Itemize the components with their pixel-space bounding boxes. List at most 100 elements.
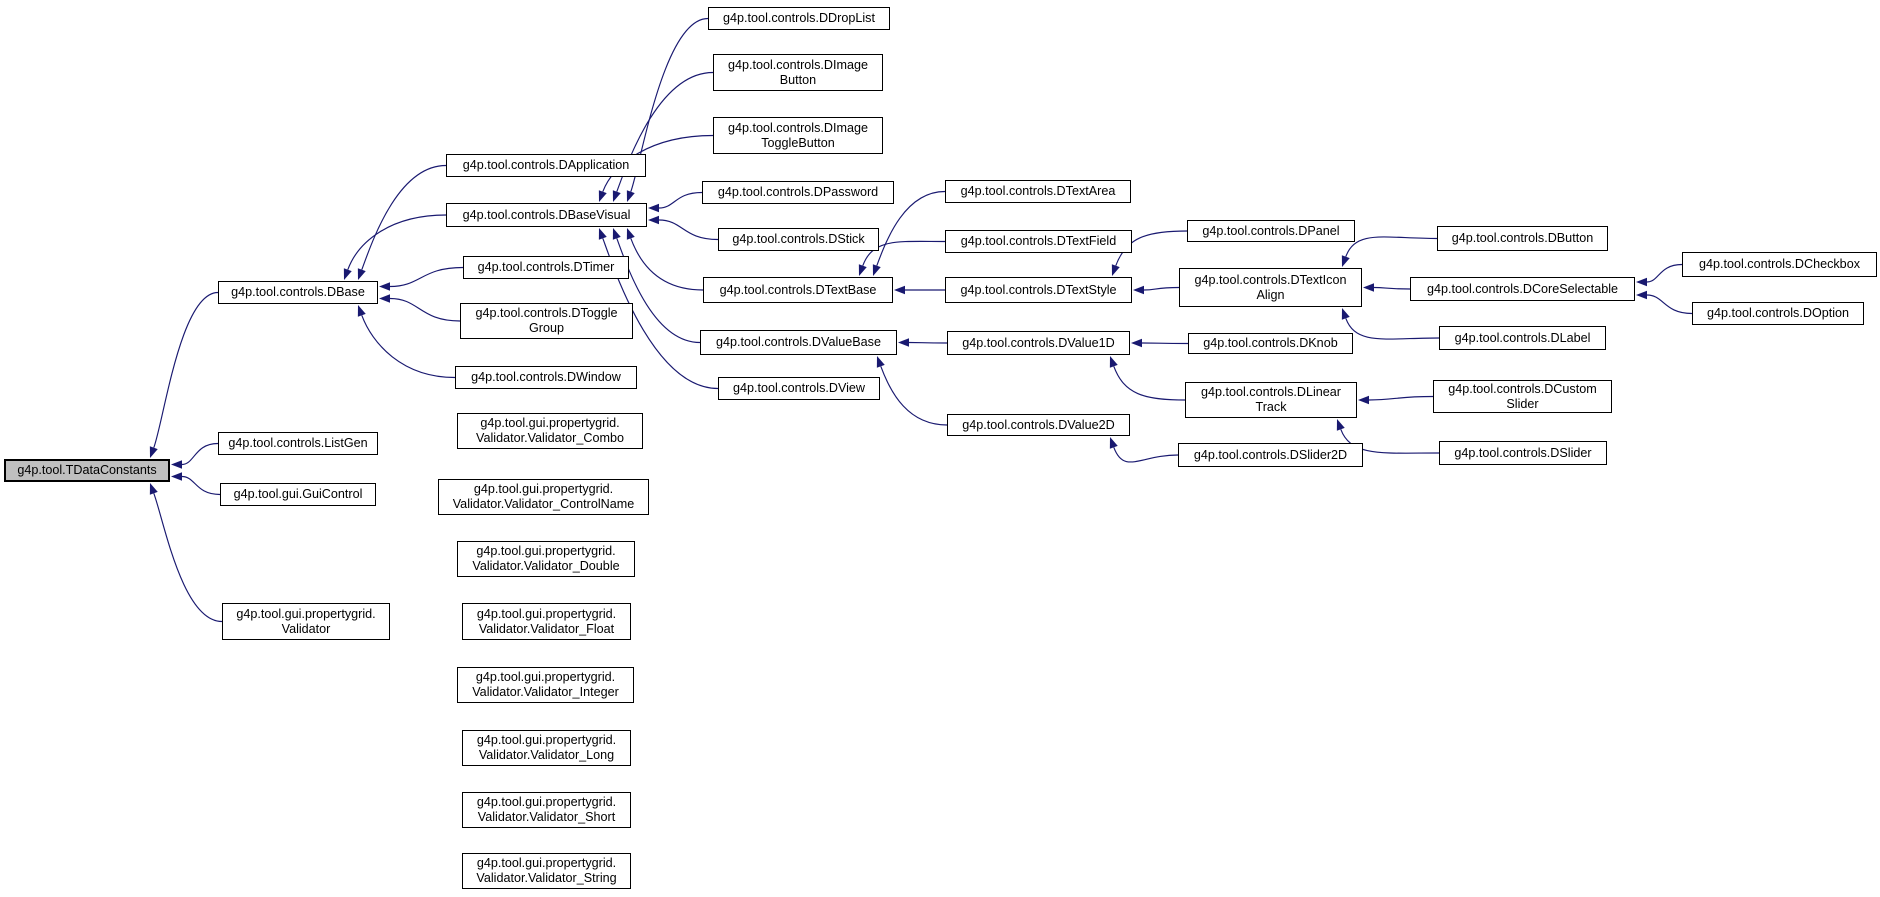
edge-dslider2d-to-dvalue2d	[1109, 437, 1179, 463]
class-node-label: g4p.tool.gui.propertygrid.	[476, 544, 616, 558]
class-node-label: Button	[779, 72, 817, 87]
class-node-label: Validator.Validator_Integer	[472, 685, 619, 699]
class-node-label: g4p.tool.controls.DTextField	[960, 234, 1117, 248]
class-node-label: Align	[1256, 287, 1285, 302]
edge-dtogglegroup-to-dbase	[379, 294, 461, 322]
edge-dcoreselectable-to-dtexticonalign	[1363, 283, 1411, 292]
edge-dbase-to-tdataconstants	[149, 291, 219, 458]
class-node-label: Validator.Validator_Combo	[476, 431, 624, 445]
class-node-ddroplist[interactable]: g4p.tool.controls.DDropList	[708, 7, 890, 30]
class-node-label: Validator	[281, 621, 331, 636]
class-node-label: g4p.tool.controls.DImage	[727, 120, 868, 135]
class-node-dcoreselectable[interactable]: g4p.tool.controls.DCoreSelectable	[1410, 277, 1635, 301]
class-node-dtextarea[interactable]: g4p.tool.controls.DTextArea	[945, 180, 1131, 203]
class-node-label: g4p.tool.controls.DTextBase	[719, 282, 877, 297]
edge-dcustomslider-to-dlineartrack	[1358, 395, 1434, 405]
class-node-dbase[interactable]: g4p.tool.controls.DBase	[218, 281, 378, 304]
class-node-dknob[interactable]: g4p.tool.controls.DKnob	[1188, 333, 1353, 354]
class-node-label: g4p.tool.controls.DKnob	[1203, 336, 1338, 350]
class-node-dtextstyle[interactable]: g4p.tool.controls.DTextStyle	[945, 277, 1132, 303]
class-node-label: g4p.tool.controls.DWindow	[471, 370, 621, 384]
class-node-dcheckbox[interactable]: g4p.tool.controls.DCheckbox	[1682, 252, 1877, 277]
edge-dcheckbox-to-dcoreselectable	[1636, 263, 1683, 287]
class-node-label: g4p.tool.controls.DPassword	[717, 185, 879, 199]
class-node-listgen[interactable]: g4p.tool.controls.ListGen	[218, 432, 378, 455]
class-node-dtextbase[interactable]: g4p.tool.controls.DTextBase	[703, 277, 893, 303]
edge-dpanel-to-dtextstyle	[1111, 230, 1188, 276]
class-node-label: g4p.tool.controls.DBaseVisual	[462, 207, 631, 222]
class-node-label: g4p.tool.gui.propertygrid.	[473, 482, 614, 496]
class-node-label: g4p.tool.controls.DValueBase	[716, 335, 881, 349]
class-node-label: g4p.tool.controls.DValue2D	[962, 417, 1115, 432]
edge-dvalue2d-to-dvaluebase	[876, 356, 948, 426]
class-node-vcontrolname[interactable]: g4p.tool.gui.propertygrid.Validator.Vali…	[438, 479, 649, 515]
class-node-dview[interactable]: g4p.tool.controls.DView	[718, 377, 880, 400]
class-node-dbasevisual[interactable]: g4p.tool.controls.DBaseVisual	[446, 203, 647, 227]
class-node-vlong[interactable]: g4p.tool.gui.propertygrid.Validator.Vali…	[462, 730, 631, 766]
class-node-label: g4p.tool.controls.DCheckbox	[1698, 257, 1860, 271]
edge-dslider-to-dlineartrack	[1336, 419, 1440, 454]
class-node-vdouble[interactable]: g4p.tool.gui.propertygrid.Validator.Vali…	[457, 541, 635, 577]
class-node-dwindow[interactable]: g4p.tool.controls.DWindow	[455, 366, 637, 389]
class-node-vcombo[interactable]: g4p.tool.gui.propertygrid.Validator.Vali…	[457, 413, 643, 449]
class-node-label: g4p.tool.controls.DApplication	[462, 158, 630, 172]
class-node-dlabel[interactable]: g4p.tool.controls.DLabel	[1439, 326, 1606, 350]
class-node-label: Track	[1255, 400, 1287, 414]
class-node-label: g4p.tool.controls.DCoreSelectable	[1426, 281, 1619, 296]
edge-dimagetogglebutton-to-dbasevisual	[598, 134, 714, 202]
class-node-label: Validator.Validator_Short	[477, 810, 616, 824]
edge-listgen-to-tdataconstants	[171, 442, 219, 469]
class-node-vshort[interactable]: g4p.tool.gui.propertygrid.Validator.Vali…	[462, 792, 631, 828]
class-node-doption[interactable]: g4p.tool.controls.DOption	[1692, 302, 1864, 325]
class-node-dtimer[interactable]: g4p.tool.controls.DTimer	[463, 256, 629, 279]
class-node-label: g4p.tool.controls.DImage	[727, 57, 868, 72]
class-node-vstring[interactable]: g4p.tool.gui.propertygrid.Validator.Vali…	[462, 853, 631, 889]
class-node-label: g4p.tool.controls.DCustom	[1448, 381, 1597, 396]
class-node-label: g4p.tool.gui.propertygrid.	[476, 606, 617, 621]
class-node-dvaluebase[interactable]: g4p.tool.controls.DValueBase	[700, 330, 897, 355]
class-node-label: ToggleButton	[761, 135, 835, 150]
edge-dlabel-to-dtexticonalign	[1341, 308, 1440, 340]
class-node-label: Validator.Validator_Long	[478, 748, 615, 762]
class-node-label: g4p.tool.controls.DValue1D	[962, 335, 1115, 350]
class-node-label: Validator.Validator_Float	[478, 621, 615, 636]
class-node-vfloat[interactable]: g4p.tool.gui.propertygrid.Validator.Vali…	[462, 603, 631, 640]
class-node-label: g4p.tool.TDataConstants	[17, 463, 157, 477]
class-node-label: g4p.tool.gui.GuiControl	[233, 487, 363, 501]
class-node-label: g4p.tool.controls.DLabel	[1454, 330, 1591, 345]
edge-dtextfield-to-dtextbase	[858, 240, 946, 276]
edge-dpassword-to-dbasevisual	[648, 191, 703, 213]
class-node-dpassword[interactable]: g4p.tool.controls.DPassword	[702, 181, 894, 204]
class-node-label: g4p.tool.controls.DTimer	[477, 260, 615, 274]
class-node-label: g4p.tool.gui.propertygrid.	[476, 856, 617, 870]
class-node-dstick[interactable]: g4p.tool.controls.DStick	[718, 228, 879, 251]
edge-dtexticonalign-to-dtextstyle	[1133, 285, 1180, 295]
class-node-label: g4p.tool.controls.DButton	[1451, 231, 1594, 245]
class-node-guicontrol[interactable]: g4p.tool.gui.GuiControl	[220, 483, 376, 506]
class-node-dvalue1d[interactable]: g4p.tool.controls.DValue1D	[947, 331, 1130, 355]
class-node-dapplication[interactable]: g4p.tool.controls.DApplication	[446, 154, 646, 177]
class-node-dvalue2d[interactable]: g4p.tool.controls.DValue2D	[947, 414, 1130, 436]
class-node-vinteger[interactable]: g4p.tool.gui.propertygrid.Validator.Vali…	[457, 667, 634, 703]
edge-validator-to-tdataconstants	[149, 483, 223, 623]
class-node-dtextfield[interactable]: g4p.tool.controls.DTextField	[945, 230, 1132, 253]
edge-guicontrol-to-tdataconstants	[171, 472, 221, 496]
class-node-label: Slider	[1506, 396, 1539, 411]
edge-dvalue1d-to-dvaluebase	[898, 338, 948, 347]
class-node-dslider2d[interactable]: g4p.tool.controls.DSlider2D	[1178, 443, 1363, 467]
class-node-validator[interactable]: g4p.tool.gui.propertygrid.Validator	[222, 603, 390, 640]
class-node-label: g4p.tool.controls.DSlider2D	[1193, 447, 1348, 462]
class-node-label: Validator.Validator_ControlName	[452, 497, 635, 511]
class-node-label: g4p.tool.controls.DView	[732, 381, 866, 395]
class-node-dpanel[interactable]: g4p.tool.controls.DPanel	[1187, 220, 1355, 242]
class-node-tdataconstants: g4p.tool.TDataConstants	[4, 459, 170, 482]
edge-dtextbase-to-dbasevisual	[626, 228, 704, 291]
class-node-dbutton[interactable]: g4p.tool.controls.DButton	[1437, 226, 1608, 251]
class-node-dslider[interactable]: g4p.tool.controls.DSlider	[1439, 441, 1607, 465]
